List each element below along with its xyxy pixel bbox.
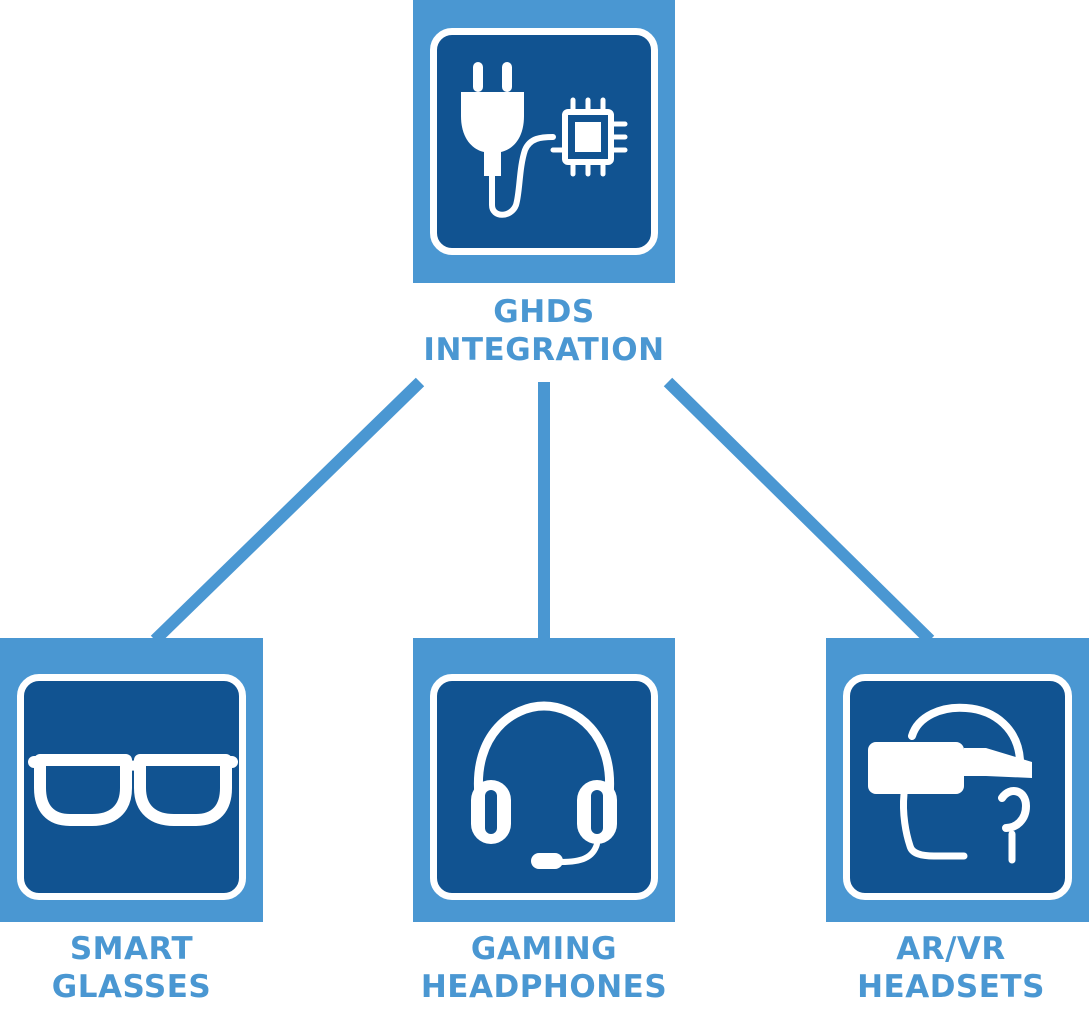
smart-glasses-label-line2: GLASSES bbox=[51, 969, 212, 1005]
gaming-headphones-label: GAMING HEADPHONES bbox=[400, 930, 688, 1006]
vr-headset-icon bbox=[868, 703, 1032, 864]
smart-glasses-label-line1: SMART bbox=[69, 931, 194, 967]
ar-vr-headsets-tile bbox=[826, 638, 1089, 922]
ar-vr-headsets-label-line1: AR/VR bbox=[896, 931, 1006, 967]
headphones-icon bbox=[471, 701, 617, 869]
glasses-icon bbox=[28, 754, 238, 826]
ar-vr-headsets-label-line2: HEADSETS bbox=[857, 969, 1045, 1005]
hub-label: GHDS INTEGRATION bbox=[400, 293, 688, 369]
gaming-headphones-tile bbox=[413, 638, 675, 922]
hub-label-line2: INTEGRATION bbox=[423, 332, 665, 368]
ar-vr-headsets-label: AR/VR HEADSETS bbox=[813, 930, 1089, 1006]
connector-ar-vr-headsets bbox=[663, 377, 935, 645]
smart-glasses-label: SMART GLASSES bbox=[0, 930, 263, 1006]
hub-tile bbox=[413, 0, 675, 283]
gaming-headphones-label-line2: HEADPHONES bbox=[420, 969, 668, 1005]
gaming-headphones-label-line1: GAMING bbox=[470, 931, 618, 967]
plug-chip-icon bbox=[461, 62, 628, 218]
connector-smart-glasses bbox=[150, 377, 425, 645]
smart-glasses-tile bbox=[0, 638, 263, 922]
hub-label-line1: GHDS bbox=[493, 294, 595, 330]
